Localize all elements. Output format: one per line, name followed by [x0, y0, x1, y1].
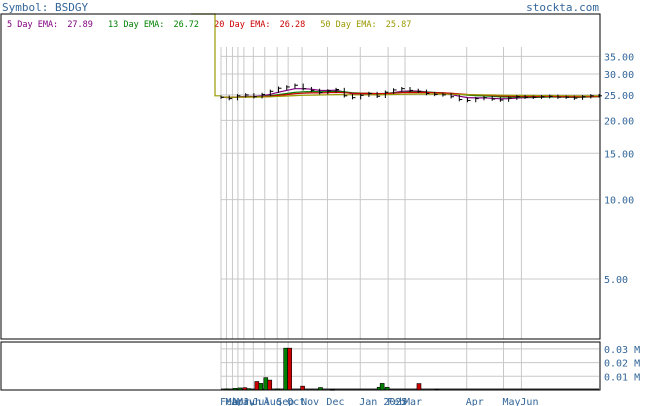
legend-50day-value: 25.87	[386, 20, 412, 30]
volume-bar	[267, 379, 273, 391]
price-tick-label: 10.00	[604, 196, 634, 207]
price-tick-label: 20.00	[604, 116, 634, 127]
volume-bar	[287, 347, 292, 391]
volume-tick-label: 0.01 M	[604, 372, 640, 383]
x-tick-label: Feb	[387, 397, 405, 406]
volume-panel-frame	[0, 341, 601, 391]
x-tick-label: Jul	[252, 397, 270, 406]
x-tick-label: Apr	[231, 397, 249, 406]
x-tick-label: Jun	[243, 397, 261, 406]
ema-line-20	[220, 91, 600, 98]
price-tick-label: 15.00	[604, 149, 634, 160]
x-tick-label: May	[503, 397, 521, 406]
legend-20day-label: 20 Day EMA:	[214, 20, 270, 30]
ema-legend: 5 Day EMA: 27.89 13 Day EMA: 26.72 20 Da…	[7, 20, 411, 30]
x-tick-label: Aug	[264, 397, 282, 406]
volume-bar	[300, 385, 305, 391]
price-axis-labels: 35.00 30.00 25.00 20.00 15.00 10.00 5.00	[604, 52, 634, 286]
price-tick-label: 5.00	[604, 275, 628, 286]
x-tick-label: Jun	[520, 397, 538, 406]
legend-5day-label: 5 Day EMA:	[7, 20, 58, 30]
brand-label: stockta.com	[526, 1, 599, 14]
price-bars	[220, 83, 602, 103]
x-tick-label: Nov	[301, 397, 319, 406]
price-tick-label: 30.00	[604, 70, 634, 81]
price-tick-label: 35.00	[604, 52, 634, 63]
ema-line-50	[220, 93, 599, 98]
x-tick-label: Jan 2025	[359, 397, 407, 406]
legend-13day-value: 26.72	[173, 20, 199, 30]
volume-bar	[379, 383, 385, 391]
legend-50day-label: 50 Day EMA:	[320, 20, 376, 30]
x-tick-label: Mar	[225, 397, 243, 406]
volume-bars	[221, 347, 599, 391]
volume-bar	[263, 377, 269, 391]
volume-axis-labels: 0.03 M 0.02 M 0.01 M	[604, 345, 640, 383]
x-tick-label: May	[237, 397, 255, 406]
x-tick-label: Oct	[287, 397, 305, 406]
volume-bar	[283, 347, 288, 391]
x-tick-label: Apr	[466, 397, 484, 406]
x-tick-label: Mar	[404, 397, 422, 406]
x-tick-label: Dec	[326, 397, 344, 406]
legend-13day-label: 13 Day EMA:	[108, 20, 164, 30]
symbol-label: Symbol: BSDGY	[2, 1, 88, 14]
volume-tick-label: 0.02 M	[604, 359, 640, 370]
price-tick-label: 25.00	[604, 91, 634, 102]
volume-bar	[258, 383, 264, 391]
volume-bar	[416, 383, 422, 391]
legend-5day-value: 27.89	[67, 20, 93, 30]
x-tick-label: Feb	[220, 397, 238, 406]
legend-20day-value: 26.28	[280, 20, 306, 30]
price-panel-frame	[0, 13, 601, 340]
volume-tick-label: 0.03 M	[604, 345, 640, 356]
x-tick-label: Sep	[276, 397, 294, 406]
volume-bar	[254, 381, 260, 391]
